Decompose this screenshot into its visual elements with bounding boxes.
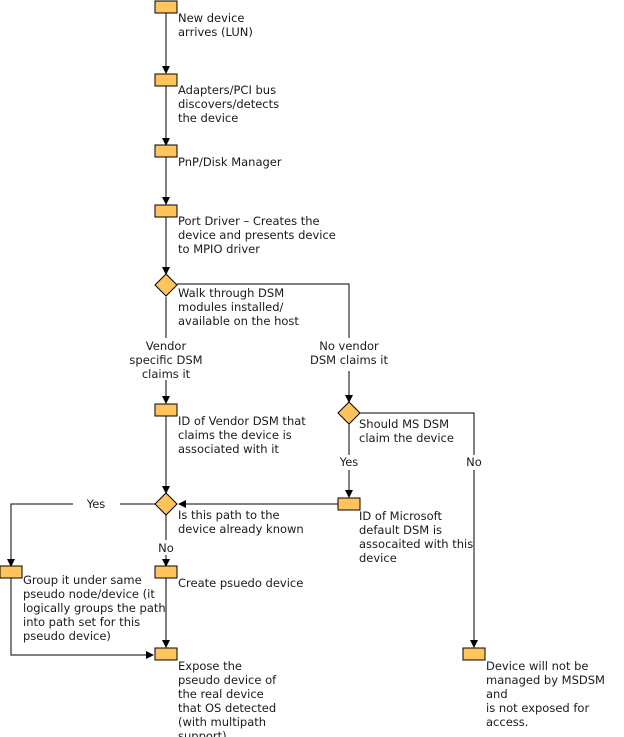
label-expose-pseudo: Expose the pseudo device of the real dev… <box>178 659 277 737</box>
node-box-expose-pseudo <box>154 647 178 661</box>
edge-label-no-ms: No <box>466 455 482 469</box>
edge-label-yes-known: Yes <box>86 497 106 511</box>
label-new-device: New device arrives (LUN) <box>178 11 253 39</box>
edge-label-yes-ms: Yes <box>339 455 359 469</box>
node-box-create-pseudo <box>154 565 178 579</box>
arrow-group-to-expose <box>10 578 154 659</box>
label-walk-dsm: Walk through DSM modules installed/ avai… <box>178 286 299 328</box>
node-box-adapters <box>154 73 178 87</box>
label-port-driver: Port Driver – Creates the device and pre… <box>178 214 336 256</box>
line-walk-to-no-vendor <box>177 283 350 338</box>
label-group-it: Group it under same pseudo node/device (… <box>23 573 166 643</box>
edge-label-no-known: No <box>158 541 174 555</box>
line-ms-to-no <box>360 412 475 455</box>
node-diamond-walk-dsm <box>154 273 178 297</box>
edge-label-vendor-specific: Vendor specific DSM claims it <box>129 339 203 381</box>
arrow-yes-to-group <box>7 503 73 567</box>
node-box-ms-dsm-id <box>337 497 361 511</box>
node-box-not-managed <box>462 647 486 661</box>
label-should-ms-dsm: Should MS DSM claim the device <box>359 417 454 445</box>
label-create-pseudo: Create psuedo device <box>178 576 304 590</box>
connectors <box>7 13 478 659</box>
label-vendor-dsm-id: ID of Vendor DSM that claims the device … <box>178 414 306 456</box>
node-box-vendor-dsm-id <box>154 403 178 417</box>
node-box-group-it <box>0 565 23 579</box>
label-pnp: PnP/Disk Manager <box>178 155 282 169</box>
label-adapters: Adapters/PCI bus discovers/detects the d… <box>178 83 280 125</box>
node-diamond-should-ms-dsm <box>337 401 361 425</box>
label-not-managed: Device will not be managed by MSDSM and … <box>486 659 605 729</box>
node-diamond-path-known <box>154 492 178 516</box>
label-ms-dsm-id: ID of Microsoft default DSM is assocaite… <box>359 509 474 565</box>
edge-label-no-vendor: No vendor DSM claims it <box>309 339 389 367</box>
nodes <box>0 0 486 661</box>
node-box-pnp <box>154 144 178 158</box>
node-box-new-device <box>154 0 178 14</box>
label-path-known: Is this path to the device already known <box>178 508 304 536</box>
node-box-port-driver <box>154 204 178 218</box>
